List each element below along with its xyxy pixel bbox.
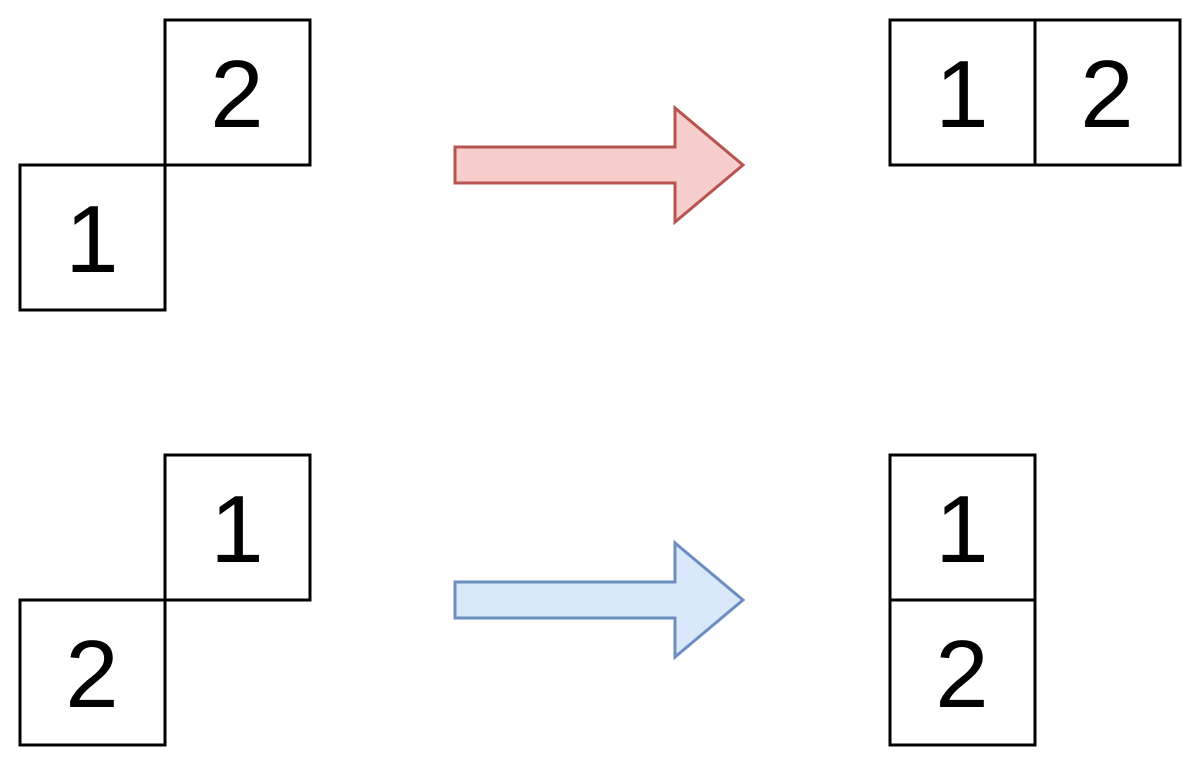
box-bottom-after-bottom [888,598,1037,747]
box-bottom-before-upper [163,453,312,602]
box-top-after-left [888,18,1037,167]
box-top-before-lower [18,163,167,312]
label-top-before-lower: 1 [65,186,118,293]
box-bottom-before-lower [18,598,167,747]
label-bottom-after-top: 1 [935,476,988,583]
label-top-before-upper: 2 [210,41,263,148]
label-bottom-before-lower: 2 [65,621,118,728]
label-top-after-right: 2 [1080,41,1133,148]
red-arrow-right-icon [453,104,746,226]
blue-arrow-right-icon [453,539,746,661]
box-top-before-upper [163,18,312,167]
label-bottom-before-upper: 1 [210,476,263,583]
box-top-after-right [1033,18,1182,167]
label-bottom-after-bottom: 2 [935,621,988,728]
label-top-after-left: 1 [935,41,988,148]
